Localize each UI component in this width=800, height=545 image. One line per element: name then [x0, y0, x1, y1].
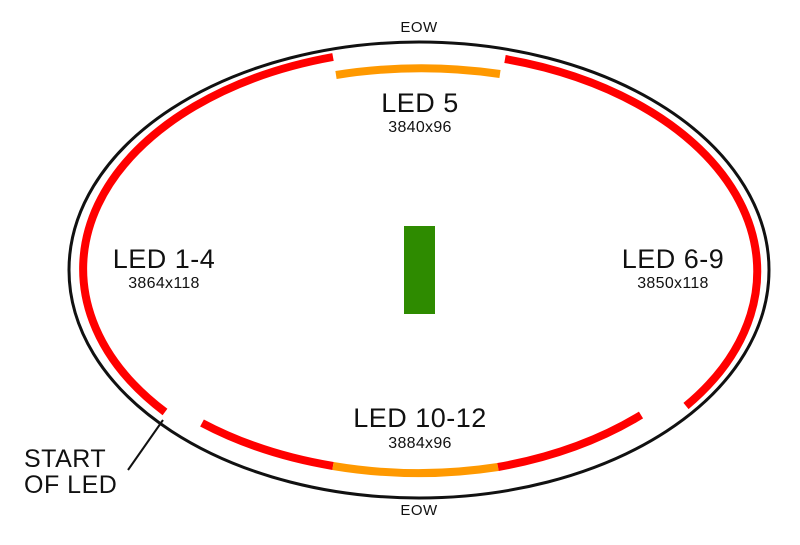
section-right-name: LED 6-9	[621, 244, 725, 274]
section-bottom-size: 3884x96	[388, 435, 452, 452]
led-strip-top-orange	[335, 64, 501, 79]
section-top-name: LED 5	[381, 88, 459, 118]
section-top-size: 3840x96	[388, 119, 452, 136]
start-pointer-line	[127, 419, 164, 471]
led-strip-bottom-left	[200, 419, 334, 470]
start-label-line1: START	[24, 445, 107, 473]
section-right-size: 3850x118	[637, 275, 709, 292]
led-strip-left	[79, 53, 334, 416]
eow-top-label: EOW	[400, 19, 438, 36]
section-left-name: LED 1-4	[112, 244, 216, 274]
section-left-size: 3864x118	[128, 275, 200, 292]
led-strip-bottom-orange	[332, 462, 499, 478]
start-of-led-label: START OF LED	[24, 446, 117, 498]
center-block	[404, 226, 435, 314]
eow-bottom-label: EOW	[400, 502, 438, 519]
start-label-line2: OF LED	[24, 471, 118, 499]
outer-boundary	[67, 40, 771, 500]
led-strip-right	[504, 55, 762, 410]
led-strip-bottom-right	[497, 411, 644, 471]
section-bottom-name: LED 10-12	[353, 403, 487, 433]
